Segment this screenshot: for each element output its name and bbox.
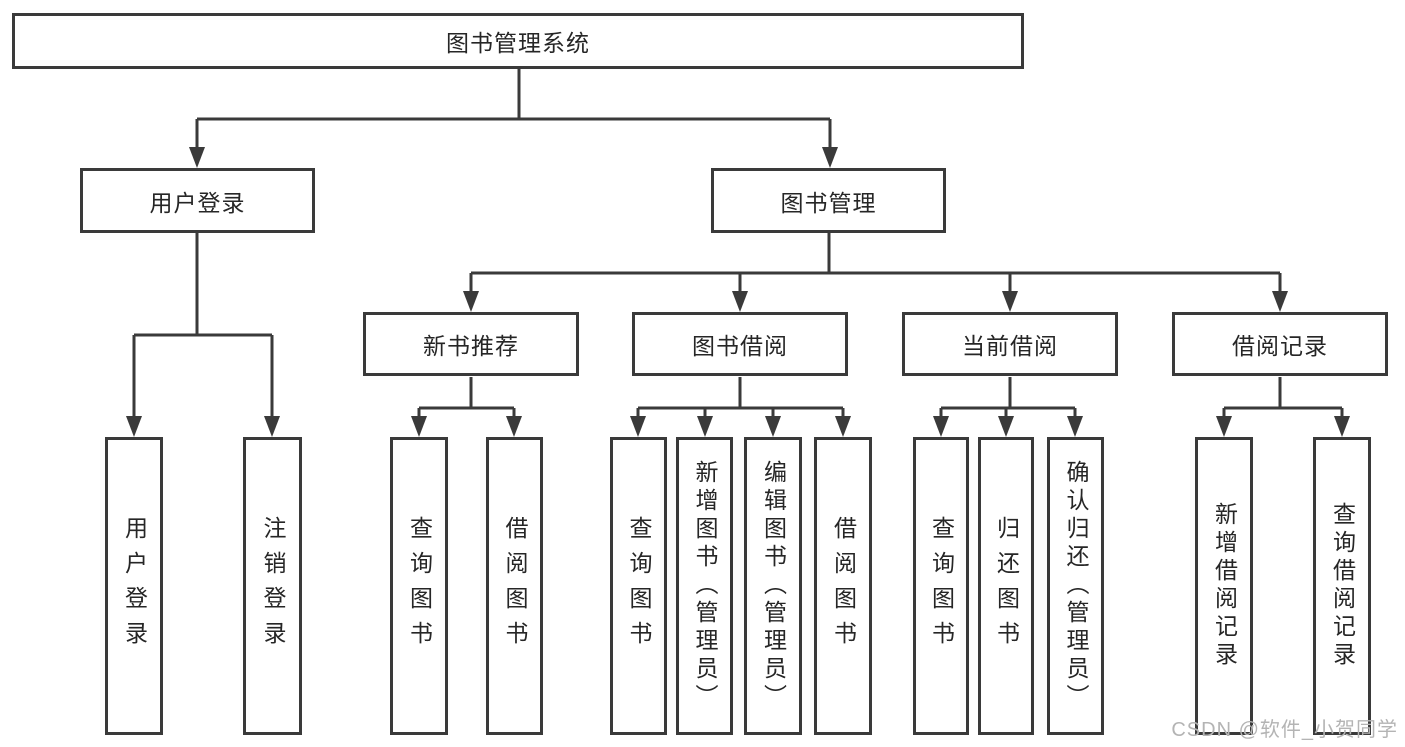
connector-book-mgmt-to-level3	[469, 233, 1282, 296]
arrowhead	[1216, 416, 1232, 437]
leaf-borrow-book-rec-label: 借阅图书	[502, 516, 528, 656]
arrowhead	[1002, 291, 1018, 312]
arrowhead	[835, 416, 851, 437]
leaf-edit-book: 编辑图书（管理员）	[744, 437, 802, 735]
leaf-add-book-label: 新增图书（管理员）	[692, 460, 718, 712]
arrowhead	[732, 291, 748, 312]
leaf-query-book-borrow: 查询图书	[610, 437, 667, 735]
leaf-query-record: 查询借阅记录	[1313, 437, 1371, 735]
arrowhead	[1334, 416, 1350, 437]
node-user-login-label: 用户登录	[149, 189, 246, 216]
node-root: 图书管理系统	[12, 13, 1024, 69]
arrowhead	[189, 147, 205, 168]
leaf-confirm-return-label: 确认归还（管理员）	[1063, 460, 1089, 712]
node-book-borrow: 图书借阅	[632, 312, 848, 376]
arrowhead	[697, 416, 713, 437]
node-new-book-rec: 新书推荐	[363, 312, 579, 376]
leaf-query-book-current-label: 查询图书	[928, 516, 955, 656]
leaf-query-book-rec: 查询图书	[390, 437, 448, 735]
connector-user-login-to-leaves	[132, 233, 274, 423]
leaf-user-login: 用户登录	[105, 437, 163, 735]
leaf-borrow-book-label: 借阅图书	[830, 516, 857, 656]
arrowhead	[411, 416, 427, 437]
csdn-watermark: CSDN @软件_小贺同学	[1171, 719, 1398, 741]
node-current-borrow-label: 当前借阅	[962, 333, 1058, 359]
node-book-borrow-label: 图书借阅	[692, 333, 788, 359]
node-new-book-rec-label: 新书推荐	[423, 333, 519, 359]
node-borrow-record: 借阅记录	[1172, 312, 1388, 376]
node-borrow-record-label: 借阅记录	[1232, 333, 1328, 359]
connector-new-book-rec-to-leaves	[417, 377, 516, 423]
leaf-confirm-return: 确认归还（管理员）	[1047, 437, 1104, 735]
arrowhead	[765, 416, 781, 437]
leaf-logout: 注销登录	[243, 437, 302, 735]
connector-book-borrow-to-leaves	[636, 377, 845, 423]
connector-root-to-level2	[195, 69, 832, 152]
leaf-borrow-book-rec: 借阅图书	[486, 437, 543, 735]
leaf-query-record-label: 查询借阅记录	[1329, 502, 1356, 670]
leaf-return-book-label: 归还图书	[993, 516, 1020, 656]
connector-borrow-record-to-leaves	[1222, 377, 1344, 423]
arrowhead	[998, 416, 1014, 437]
arrowhead	[630, 416, 646, 437]
arrowhead	[506, 416, 522, 437]
arrowhead	[1067, 416, 1083, 437]
node-book-mgmt-label: 图书管理	[780, 189, 877, 216]
arrowhead	[264, 416, 280, 437]
node-book-mgmt: 图书管理	[711, 168, 946, 233]
leaf-borrow-book: 借阅图书	[814, 437, 872, 735]
arrowhead	[463, 291, 479, 312]
arrowhead	[933, 416, 949, 437]
arrowhead	[822, 147, 838, 168]
leaf-user-login-label: 用户登录	[121, 516, 148, 656]
arrowhead	[1272, 291, 1288, 312]
leaf-return-book: 归还图书	[978, 437, 1034, 735]
connector-current-borrow-to-leaves	[939, 377, 1077, 423]
leaf-logout-label: 注销登录	[260, 516, 286, 656]
node-user-login: 用户登录	[80, 168, 315, 233]
leaf-add-record-label: 新增借阅记录	[1211, 502, 1238, 670]
leaf-query-book-current: 查询图书	[913, 437, 969, 735]
leaf-query-book-rec-label: 查询图书	[406, 516, 433, 656]
node-root-label: 图书管理系统	[446, 30, 590, 56]
arrowhead	[126, 416, 142, 437]
leaf-query-book-borrow-label: 查询图书	[626, 516, 652, 656]
arrowheads	[126, 147, 1350, 437]
leaf-add-book: 新增图书（管理员）	[676, 437, 733, 735]
node-current-borrow: 当前借阅	[902, 312, 1118, 376]
leaf-add-record: 新增借阅记录	[1195, 437, 1253, 735]
leaf-edit-book-label: 编辑图书（管理员）	[760, 460, 787, 712]
